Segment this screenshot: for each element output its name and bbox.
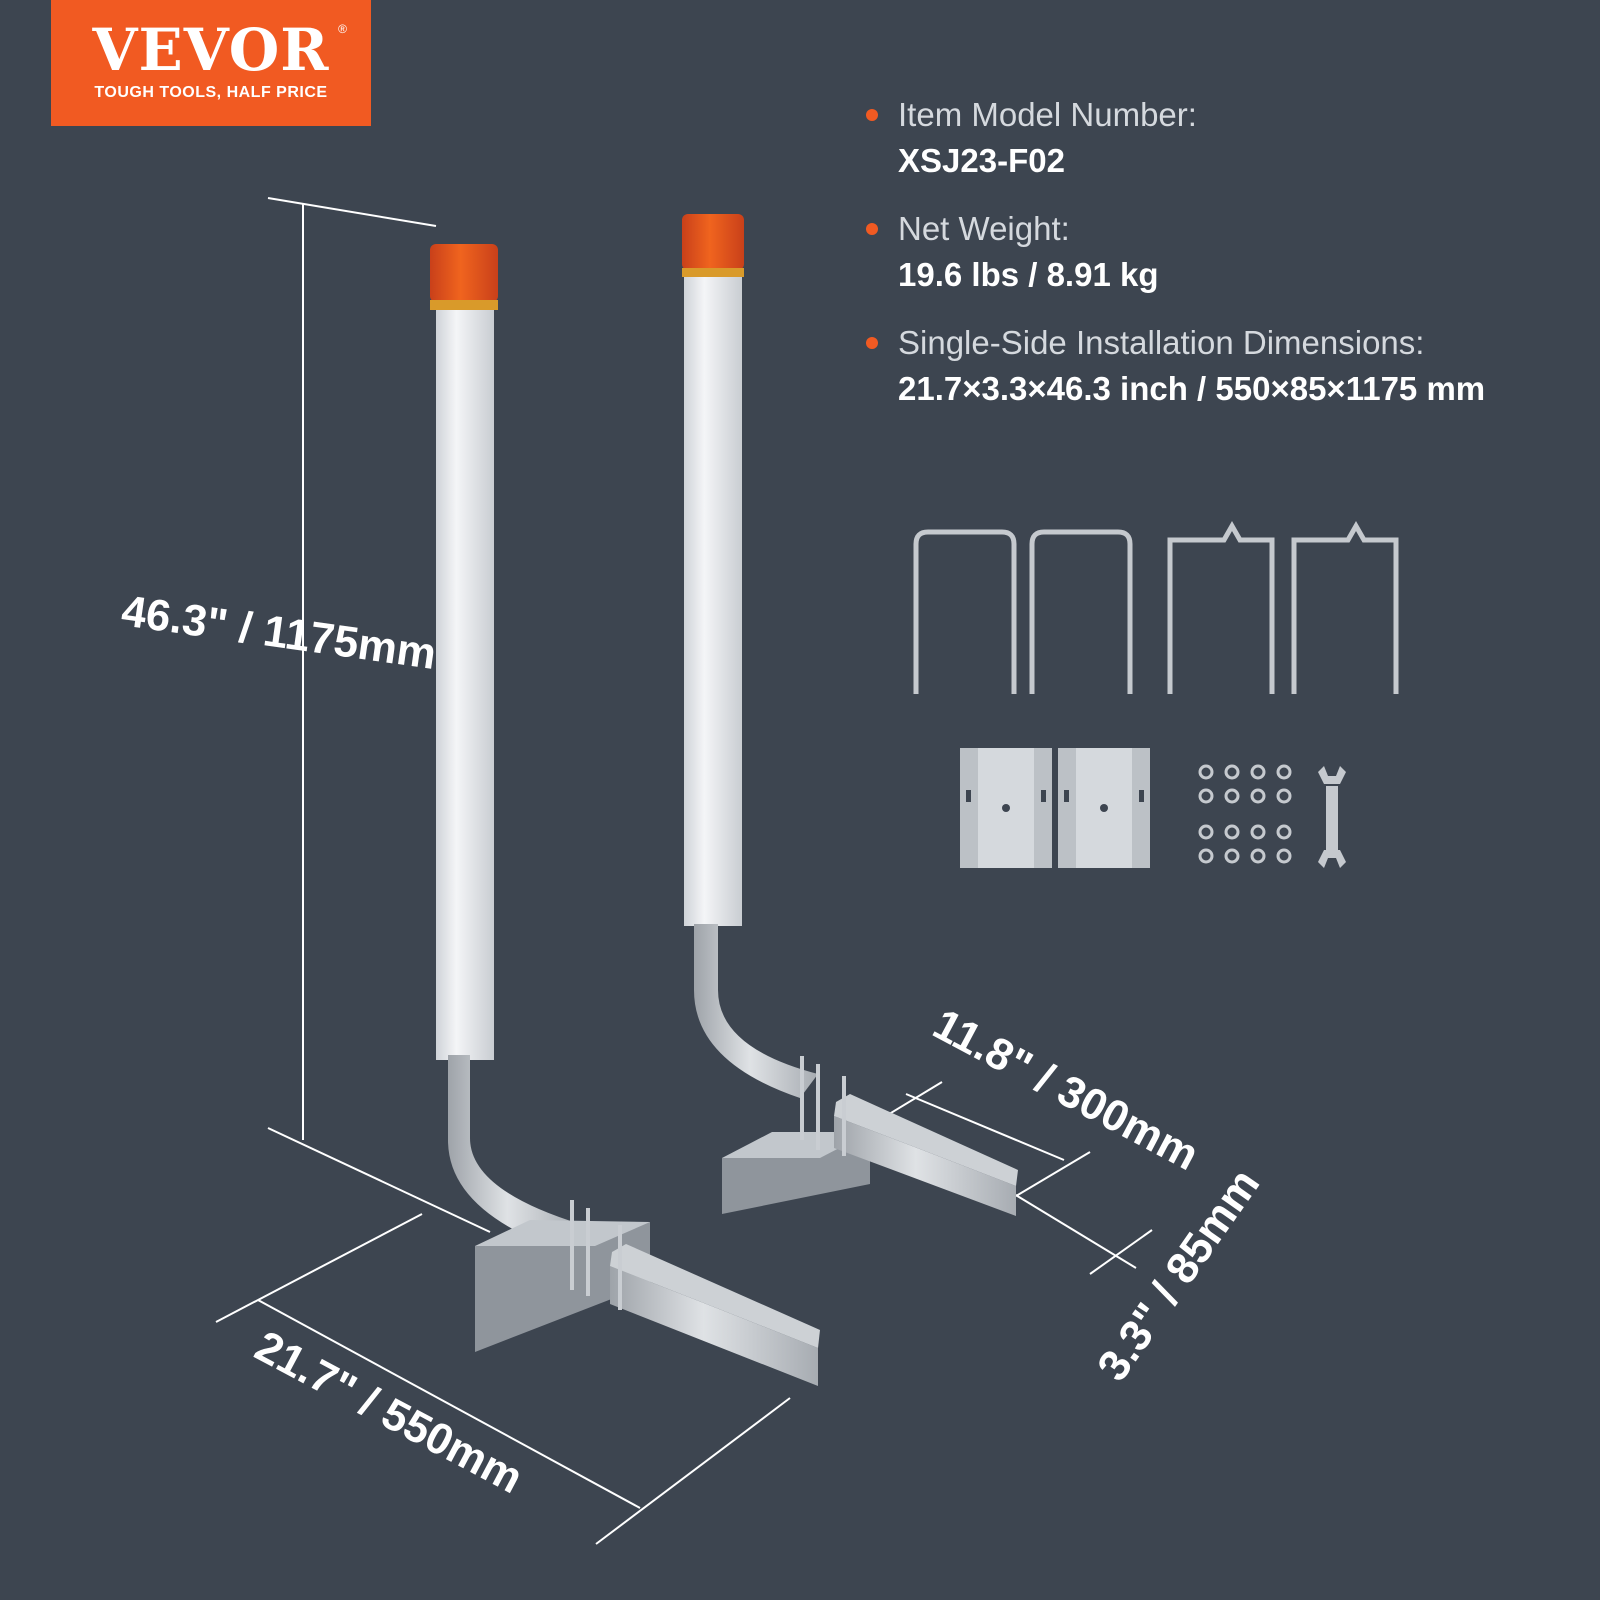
- spec-label: Single-Side Installation Dimensions:: [898, 324, 1425, 361]
- spec-value: 19.6 lbs / 8.91 kg: [898, 256, 1159, 293]
- height-dimension-label: 46.3" / 1175mm: [119, 586, 440, 679]
- nuts-and-washers-icons: [1198, 764, 1292, 864]
- wrench-icon: [1318, 766, 1346, 868]
- spec-list: Item Model Number: XSJ23-F02 Net Weight:…: [862, 94, 1582, 436]
- length-dimension-lines: [215, 1213, 791, 1545]
- width-dimension-label: 3.3" / 85mm: [1088, 1160, 1269, 1390]
- spec-item-weight: Net Weight: 19.6 lbs / 8.91 kg: [862, 208, 1582, 300]
- spec-item-dimensions: Single-Side Installation Dimensions: 21.…: [862, 322, 1582, 414]
- spec-value: 21.7×3.3×46.3 inch / 550×85×1175 mm: [898, 370, 1486, 407]
- light-icon: [430, 244, 498, 310]
- spec-value: XSJ23-F02: [898, 142, 1065, 179]
- light-icon: [682, 214, 744, 277]
- u-bolt-icons: [913, 520, 1399, 694]
- right-guide-pole: [682, 214, 1018, 1216]
- brand-name: VEVOR: [92, 16, 330, 84]
- spec-label: Item Model Number:: [898, 96, 1197, 133]
- bullet-icon: [866, 223, 878, 235]
- spec-label: Net Weight:: [898, 210, 1070, 247]
- bullet-icon: [866, 337, 878, 349]
- height-dimension-lines: [267, 197, 491, 1233]
- length-dimension-label: 21.7" / 550mm: [247, 1322, 530, 1504]
- registered-mark: ®: [338, 22, 347, 36]
- spec-item-model: Item Model Number: XSJ23-F02: [862, 94, 1582, 186]
- brand-tagline: TOUGH TOOLS, HALF PRICE: [94, 84, 328, 101]
- bracket-icons: [960, 748, 1150, 868]
- vevor-logo: VEVOR ® TOUGH TOOLS, HALF PRICE: [51, 0, 371, 126]
- bullet-icon: [866, 109, 878, 121]
- left-guide-pole: [430, 244, 820, 1386]
